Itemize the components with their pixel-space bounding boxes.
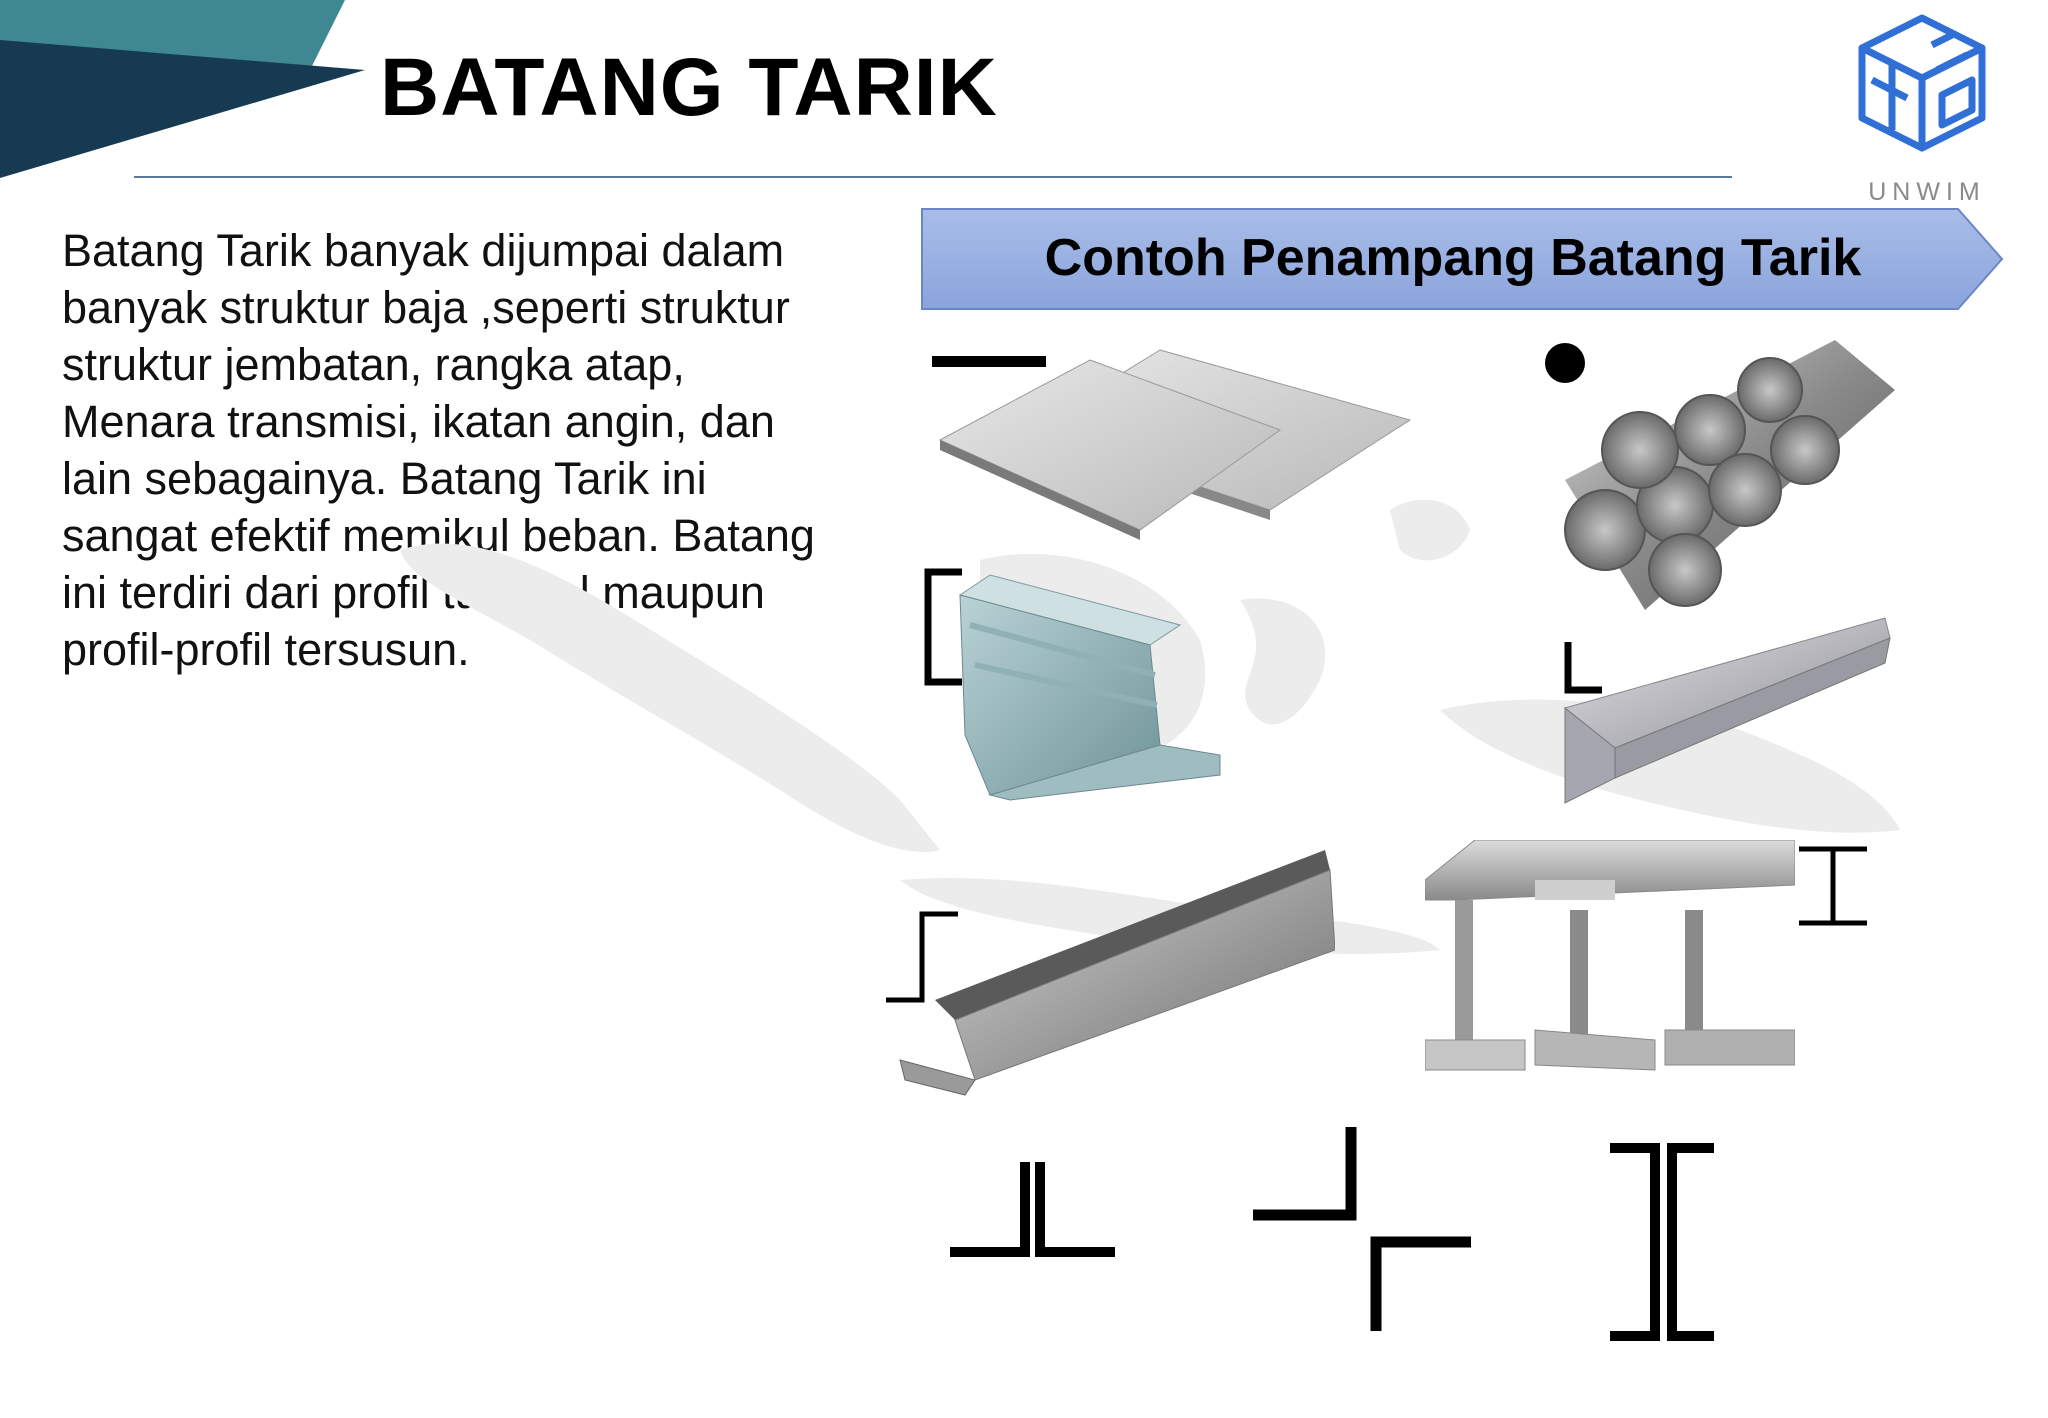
double-angle-section-icon	[950, 1162, 1115, 1257]
steel-wide-flange-photo	[1425, 840, 1795, 1071]
steel-z-section-photo	[899, 850, 1335, 1096]
round-bar-section-icon	[1545, 343, 1585, 383]
z-section-icon	[886, 911, 958, 1003]
title-divider	[134, 176, 1732, 178]
unwim-cube-logo-icon	[1858, 14, 1986, 152]
starred-angle-section-icon	[1253, 1127, 1471, 1331]
double-channel-section-icon	[1610, 1143, 1714, 1341]
section-banner-arrow	[921, 208, 2004, 310]
steel-plate-photo	[938, 349, 1412, 540]
angle-section-icon	[1564, 642, 1602, 694]
steel-angle-photo	[1563, 617, 1891, 804]
cold-formed-channel-photo	[958, 574, 1221, 801]
slide-title: BATANG TARIK	[380, 42, 998, 133]
logo-text: UNWIM	[1868, 178, 1986, 206]
section-banner-label: Contoh Penampang Batang Tarik	[1044, 229, 1862, 287]
plate-section-icon	[932, 356, 1046, 367]
steel-round-bars-photo	[1564, 340, 1895, 610]
lipped-channel-section-icon	[924, 568, 962, 686]
i-section-icon	[1799, 846, 1867, 926]
header-decoration	[0, 0, 365, 178]
